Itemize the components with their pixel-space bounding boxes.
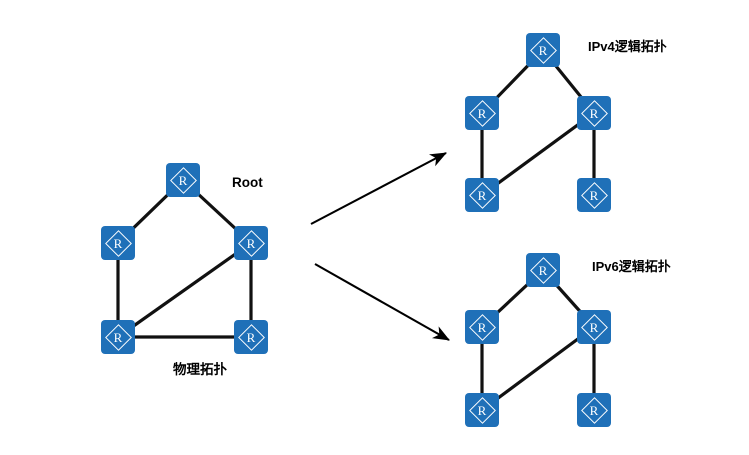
- router-node-ipv6-right[interactable]: R: [577, 310, 611, 344]
- router-glyph: R: [246, 329, 256, 345]
- arrow-physical-to-ipv4: [310, 152, 447, 225]
- router-node-physical-bottom-left[interactable]: R: [101, 320, 135, 354]
- router-glyph: R: [589, 187, 599, 203]
- label-physical: 物理拓扑: [173, 362, 227, 377]
- router-glyph: R: [589, 105, 599, 121]
- router-glyph: R: [538, 262, 548, 278]
- router-glyph: R: [589, 402, 599, 418]
- transform-arrows: [310, 152, 450, 341]
- router-node-physical-bottom-right[interactable]: R: [234, 320, 268, 354]
- router-node-ipv4-root[interactable]: R: [526, 33, 560, 67]
- router-node-ipv6-bottom-left[interactable]: R: [465, 393, 499, 427]
- router-glyph: R: [477, 319, 487, 335]
- router-glyph: R: [113, 235, 123, 251]
- router-node-physical-left[interactable]: R: [101, 226, 135, 260]
- router-node-ipv4-right[interactable]: R: [577, 96, 611, 130]
- router-glyph: R: [538, 42, 548, 58]
- router-glyph: R: [113, 329, 123, 345]
- router-glyph: R: [477, 187, 487, 203]
- router-glyph: R: [246, 235, 256, 251]
- router-node-ipv4-bottom-left[interactable]: R: [465, 178, 499, 212]
- label-ipv4: IPv4逻辑拓扑: [588, 39, 667, 54]
- topology-edge: [481, 111, 595, 197]
- router-node-ipv4-bottom-right[interactable]: R: [577, 178, 611, 212]
- router-node-ipv4-left[interactable]: R: [465, 96, 499, 130]
- arrow-physical-to-ipv6: [314, 263, 450, 341]
- label-ipv6: IPv6逻辑拓扑: [592, 259, 671, 274]
- router-glyph: R: [477, 105, 487, 121]
- label-root: Root: [232, 175, 263, 190]
- router-node-physical-root[interactable]: R: [166, 163, 200, 197]
- router-glyph: R: [178, 172, 188, 188]
- router-node-ipv6-root[interactable]: R: [526, 253, 560, 287]
- router-glyph: R: [477, 402, 487, 418]
- topology-edges: [116, 48, 596, 412]
- router-node-ipv6-left[interactable]: R: [465, 310, 499, 344]
- router-node-ipv6-bottom-right[interactable]: R: [577, 393, 611, 427]
- router-glyph: R: [589, 319, 599, 335]
- router-node-physical-right[interactable]: R: [234, 226, 268, 260]
- topology-edge: [481, 325, 595, 412]
- topology-edge: [117, 241, 252, 339]
